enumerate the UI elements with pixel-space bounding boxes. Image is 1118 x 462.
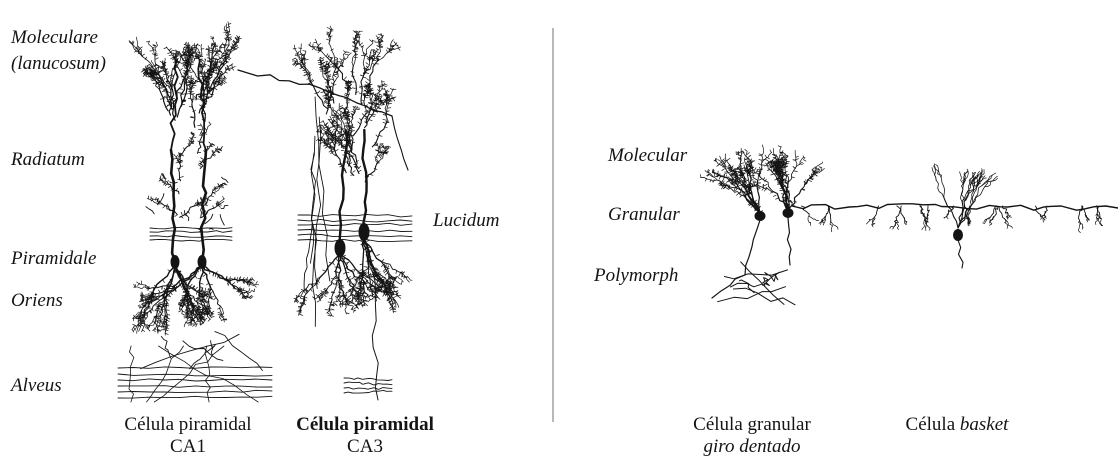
layer-label-piramidale: Piramidale <box>11 249 97 268</box>
layer-label-molecular: Molecular <box>608 146 687 165</box>
layer-label-radiatum: Radiatum <box>11 150 85 169</box>
layer-label-alveus: Alveus <box>11 376 62 395</box>
ca3-pyramidal-cells <box>238 26 412 400</box>
caption-granular: Célula granular giro dentado <box>672 414 832 458</box>
layer-label-oriens: Oriens <box>11 291 63 310</box>
layer-label-lanucosum: (lanucosum) <box>11 54 106 73</box>
granule-cells <box>701 145 825 305</box>
layer-label-polymorph: Polymorph <box>594 266 678 285</box>
caption-basket-title: Célula <box>906 414 960 435</box>
caption-ca1: Célula piramidal CA1 <box>108 414 268 458</box>
caption-ca3-region: CA3 <box>285 436 445 458</box>
caption-basket-name: basket <box>960 414 1009 435</box>
caption-basket: Célula basket <box>872 414 1042 436</box>
caption-granular-region: giro dentado <box>672 436 832 458</box>
layer-label-moleculare: Moleculare <box>11 28 98 47</box>
caption-ca1-region: CA1 <box>108 436 268 458</box>
caption-ca3: Célula piramidal CA3 <box>285 414 445 458</box>
caption-ca3-title: Célula piramidal <box>285 414 445 436</box>
caption-ca1-title: Célula piramidal <box>108 414 268 436</box>
layer-label-lucidum: Lucidum <box>433 211 500 230</box>
basket-cell <box>792 164 1118 268</box>
caption-granular-title: Célula granular <box>672 414 832 436</box>
layer-label-granular: Granular <box>608 205 680 224</box>
ca1-pyramidal-cells <box>118 22 272 402</box>
